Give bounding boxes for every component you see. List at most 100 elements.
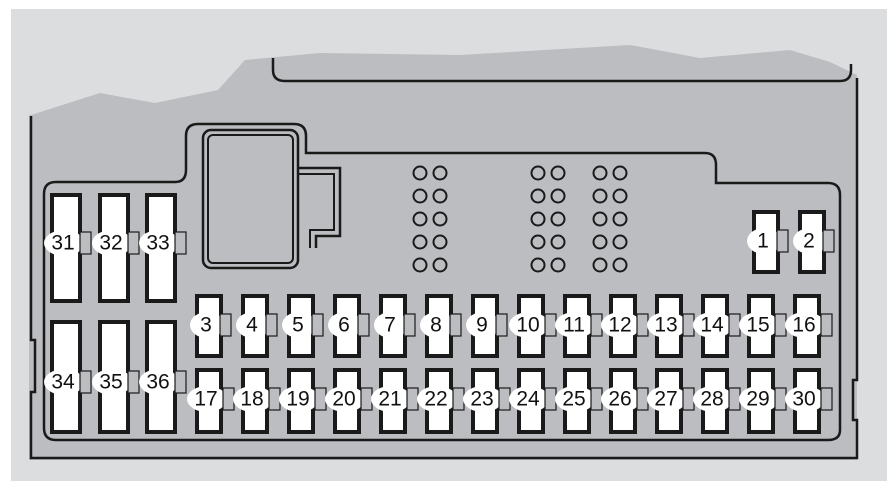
label-bubble <box>747 228 781 254</box>
fuse-number: 19 <box>286 388 309 411</box>
fuse-6[interactable]: 6 <box>328 294 370 358</box>
fuse-number: 6 <box>338 314 350 337</box>
label-bubble <box>793 228 827 254</box>
fuse-number: 28 <box>700 388 723 411</box>
fuse-tab <box>590 313 603 337</box>
fuse-21[interactable]: 21 <box>371 368 419 434</box>
pin-hole-icon <box>592 188 608 204</box>
fuse-tab <box>820 313 833 337</box>
fuse-tab <box>590 387 603 411</box>
pin-hole-icon <box>530 234 546 250</box>
fuse-number: 29 <box>746 388 769 411</box>
fuse-tab <box>452 387 465 411</box>
pin-hole-icon <box>550 165 566 181</box>
label-bubble <box>739 312 779 338</box>
fuse-20[interactable]: 20 <box>325 368 373 434</box>
fuse-19[interactable]: 19 <box>279 368 327 434</box>
fuse-2[interactable]: 2 <box>793 210 835 274</box>
fuse-panel-outline <box>42 122 842 442</box>
fuse-number: 36 <box>146 371 169 394</box>
fuse-32[interactable]: 32 <box>92 193 140 303</box>
label-bubble <box>693 386 733 412</box>
label-bubble <box>44 230 84 256</box>
fuse-26[interactable]: 26 <box>601 368 649 434</box>
fuse-number: 34 <box>51 371 75 394</box>
pin-hole-icon <box>412 211 428 227</box>
fuse-tab <box>79 370 92 394</box>
fuse-23[interactable]: 23 <box>463 368 511 434</box>
fuse-18[interactable]: 18 <box>233 368 281 434</box>
fuse-8[interactable]: 8 <box>420 294 462 358</box>
fuse-22[interactable]: 22 <box>417 368 465 434</box>
fuse-5[interactable]: 5 <box>282 294 324 358</box>
pin-hole-icon <box>530 211 546 227</box>
fuse-tab <box>268 387 281 411</box>
pin-hole-icon <box>550 211 566 227</box>
label-bubble <box>647 386 687 412</box>
pin-hole-icon <box>612 188 628 204</box>
fuse-27[interactable]: 27 <box>647 368 695 434</box>
label-bubble <box>555 312 595 338</box>
relay-pin-holes <box>412 165 628 273</box>
fuse-15[interactable]: 15 <box>739 294 787 358</box>
fuse-tab <box>127 231 140 255</box>
fuse-number: 17 <box>194 388 217 411</box>
fuse-number: 7 <box>384 314 396 337</box>
label-bubble <box>420 312 454 338</box>
label-bubble <box>92 369 132 395</box>
fuse-number: 22 <box>424 388 447 411</box>
pin-hole-icon <box>550 188 566 204</box>
fuse-35[interactable]: 35 <box>92 320 140 434</box>
fuse-30[interactable]: 30 <box>785 368 833 434</box>
fuse-number: 26 <box>608 388 631 411</box>
label-bubble <box>509 386 549 412</box>
label-bubble <box>555 386 595 412</box>
fuse-tab <box>544 313 557 337</box>
fuse-31[interactable]: 31 <box>44 193 92 303</box>
pin-hole-icon <box>412 257 428 273</box>
fuse-28[interactable]: 28 <box>693 368 741 434</box>
fuse-17[interactable]: 17 <box>187 368 235 434</box>
fuse-9[interactable]: 9 <box>466 294 508 358</box>
fuse-29[interactable]: 29 <box>739 368 787 434</box>
fuse-34[interactable]: 34 <box>44 320 92 434</box>
fuse-13[interactable]: 13 <box>647 294 695 358</box>
fuse-33[interactable]: 33 <box>139 193 187 303</box>
cover-edge <box>271 58 853 83</box>
fuse-12[interactable]: 12 <box>601 294 649 358</box>
fuse-tab <box>174 370 187 394</box>
fuse-tab <box>636 313 649 337</box>
fuse-16[interactable]: 16 <box>785 294 833 358</box>
label-bubble <box>282 312 316 338</box>
relay <box>201 128 342 270</box>
fuse-tab <box>682 313 695 337</box>
pin-hole-icon <box>612 211 628 227</box>
fuse-number: 21 <box>378 388 401 411</box>
label-bubble <box>190 312 224 338</box>
pin-hole-icon <box>432 211 448 227</box>
fuse-number: 24 <box>516 388 540 411</box>
fuse-tab <box>406 387 419 411</box>
fuse-25[interactable]: 25 <box>555 368 603 434</box>
fuse-3[interactable]: 3 <box>190 294 232 358</box>
fuse-7[interactable]: 7 <box>374 294 416 358</box>
fuse-number: 25 <box>562 388 585 411</box>
fuse-14[interactable]: 14 <box>693 294 741 358</box>
fuse-1[interactable]: 1 <box>747 210 789 274</box>
fuse-tab <box>682 387 695 411</box>
fuse-box-outer-border <box>29 78 859 460</box>
fuse-10[interactable]: 10 <box>509 294 557 358</box>
fuse-number: 14 <box>700 314 724 337</box>
label-bubble <box>785 386 825 412</box>
pin-hole-icon <box>612 234 628 250</box>
fuse-tab <box>776 229 789 253</box>
fuse-number: 8 <box>430 314 442 337</box>
fuse-36[interactable]: 36 <box>139 320 187 434</box>
pin-hole-icon <box>412 188 428 204</box>
fuse-number: 20 <box>332 388 355 411</box>
fuse-4[interactable]: 4 <box>236 294 278 358</box>
label-bubble <box>233 386 273 412</box>
fuse-11[interactable]: 11 <box>555 294 603 358</box>
fuse-tab <box>498 387 511 411</box>
fuse-number: 4 <box>246 314 258 337</box>
